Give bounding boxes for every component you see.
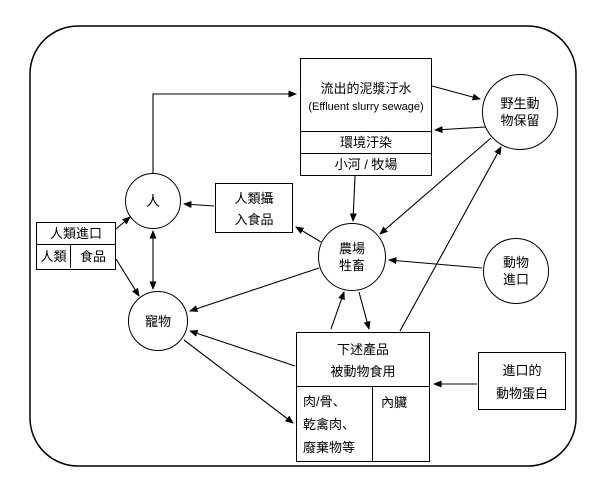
human-import-box: 人類進口 人類 食品 [36, 222, 116, 270]
human-food-intake-line1: 人類攝 [234, 191, 274, 206]
farm-livestock-node: 農場 牲畜 [318, 223, 386, 291]
human-label: 人 [146, 192, 160, 209]
human-food-intake-box: 人類攝 入食品 [215, 183, 293, 233]
effluent-sewage-box: 流出的泥漿汙水 (Effluent slurry sewage) 環境汙染 小河… [300, 58, 432, 176]
arrow-farm-to-pets [189, 267, 320, 312]
animal-products-right-label: 內臟 [381, 395, 408, 410]
arrow-pets-to-products [183, 339, 294, 424]
animal-products-left-cell: 肉/骨、 乾禽肉、 廢棄物等 [297, 387, 373, 461]
arrow-farm-to-products [358, 291, 371, 330]
arrow-products-to-pets [189, 330, 296, 367]
animal-products-title: 下述產品 被動物食用 [297, 333, 429, 387]
human-import-row1: 人類進口 [37, 223, 115, 245]
imported-protein-line1: 進口的 [502, 363, 542, 378]
animal-products-left-line3: 廢棄物等 [303, 440, 356, 455]
wildlife-reserve-label-line2: 物保留 [500, 113, 540, 128]
arrow-effluent-to-farm [349, 175, 357, 222]
animal-import-label-line2: 進口 [502, 272, 529, 287]
human-import-cell-right: 食品 [79, 249, 106, 264]
animal-import-label: 動物 進口 [503, 254, 529, 288]
arrow-products-to-farm [330, 291, 345, 330]
arrow-wildlife-to-farm [379, 137, 492, 235]
animal-products-left-line1: 肉/骨、 [303, 394, 346, 409]
human-food-intake-line2: 入食品 [234, 212, 274, 227]
wildlife-reserve-node: 野生動 物保留 [482, 74, 558, 150]
wildlife-reserve-label: 野生動 物保留 [500, 95, 539, 129]
effluent-row-environment: 環境汙染 [301, 131, 431, 153]
arrow-products-to-wildlife [399, 146, 502, 332]
arrow-human-to-effluent [152, 90, 297, 173]
arrow-food-intake-to-human [183, 201, 215, 208]
animal-products-box: 下述產品 被動物食用 肉/骨、 乾禽肉、 廢棄物等 內臟 [296, 332, 430, 462]
animal-products-title-line1: 下述產品 [336, 342, 389, 357]
pets-label: 寵物 [144, 313, 171, 329]
wildlife-reserve-label-line1: 野生動 [500, 96, 540, 111]
human-node: 人 [125, 173, 181, 229]
effluent-title-en: (Effluent slurry sewage) [308, 100, 424, 113]
arrow-wildlife-to-effluent [434, 126, 487, 134]
arrow-human-import-to-human [115, 216, 131, 230]
animal-import-node: 動物 進口 [483, 238, 549, 304]
arrow-farm-to-food-intake [295, 226, 322, 243]
farm-livestock-label: 農場 牲畜 [339, 240, 365, 274]
human-import-row2: 人類 食品 [37, 245, 115, 268]
farm-livestock-label-line2: 牲畜 [338, 258, 365, 273]
arrow-effluent-to-wildlife [431, 85, 481, 101]
imported-animal-protein-box: 進口的 動物蛋白 [478, 352, 566, 410]
animal-import-label-line1: 動物 [502, 255, 529, 270]
effluent-title: 流出的泥漿汙水 (Effluent slurry sewage) [301, 59, 431, 131]
farm-livestock-label-line1: 農場 [338, 241, 365, 256]
effluent-title-zh: 流出的泥漿汙水 [320, 80, 412, 96]
animal-products-left-line2: 乾禽肉、 [303, 417, 356, 432]
animal-products-right-cell: 內臟 [373, 387, 429, 461]
arrow-animal-import-to-farm [388, 257, 483, 269]
arrow-human-import-to-pets [115, 258, 140, 297]
pets-node: 寵物 [128, 291, 188, 351]
human-import-cell-left: 人類 [37, 245, 71, 268]
imported-protein-line2: 動物蛋白 [495, 386, 548, 401]
outer-border [29, 25, 577, 467]
effluent-row-river-pasture: 小河 / 牧場 [301, 153, 431, 175]
animal-products-cells: 肉/骨、 乾禽肉、 廢棄物等 內臟 [297, 387, 429, 461]
animal-products-title-line2: 被動物食用 [330, 364, 396, 379]
